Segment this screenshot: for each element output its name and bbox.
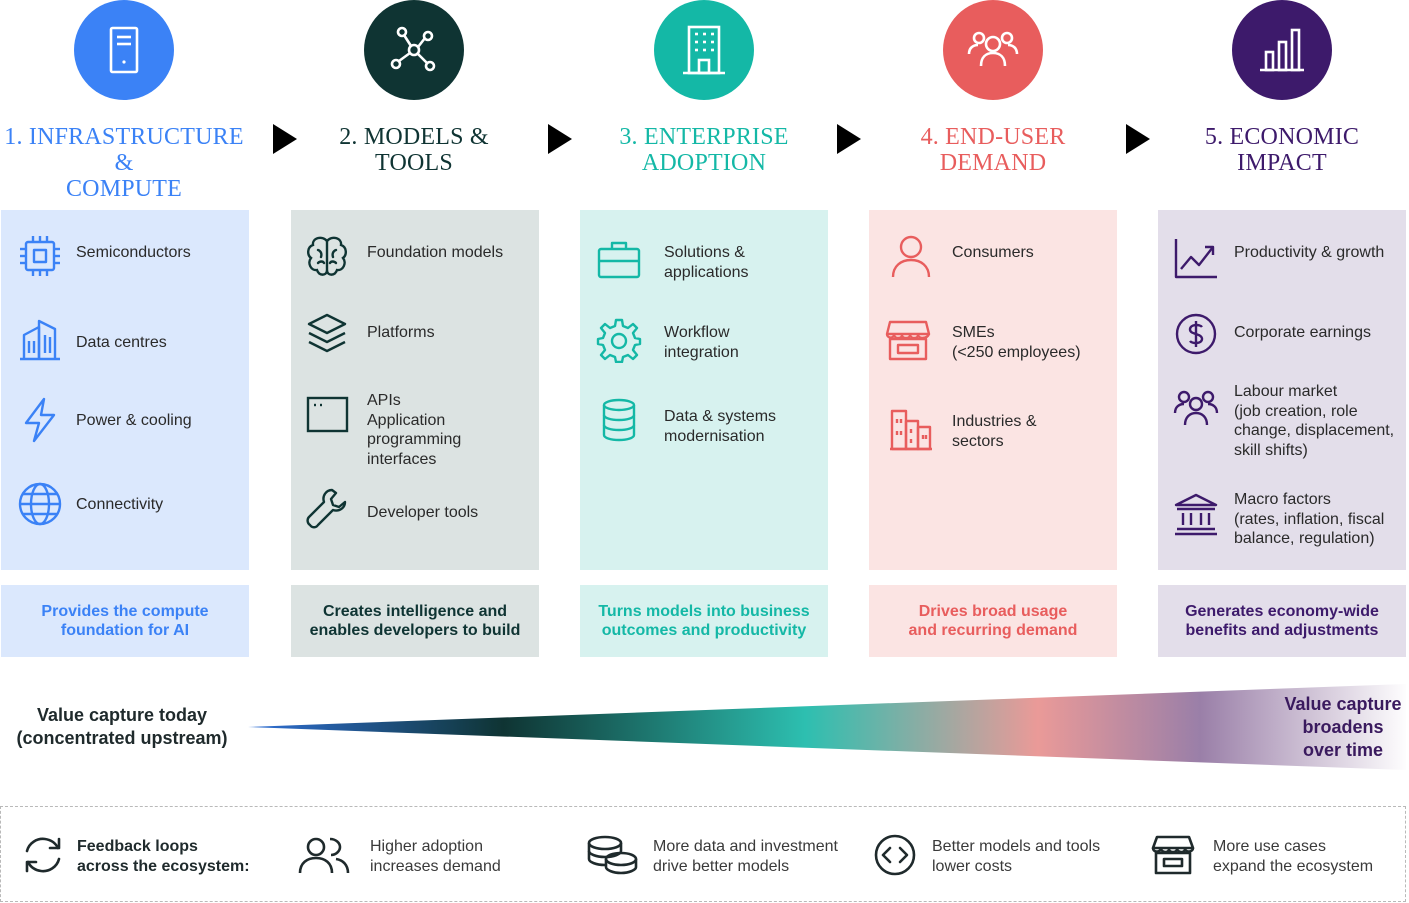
item-label: Workflow integration: [664, 324, 739, 361]
refresh-icon: [25, 837, 61, 873]
bar-chart-icon: [1260, 28, 1304, 72]
item-label: Foundation models: [367, 244, 504, 261]
item-label: Platforms: [367, 324, 435, 341]
store-icon: [885, 320, 931, 361]
users-icon: [967, 31, 1019, 67]
item-label: Power & cooling: [76, 412, 192, 429]
flow-arrow-3: [837, 124, 861, 154]
stage-1-title: 1. INFRASTRUCTURE &COMPUTE: [4, 124, 244, 202]
item-label: Labour market (job creation, role change…: [1234, 383, 1395, 459]
building-icon: [20, 319, 60, 361]
item-label: Semiconductors: [76, 244, 191, 261]
window-icon: [306, 396, 349, 433]
office-icon: [683, 25, 725, 75]
item-label: APIs Application programming interfaces: [367, 392, 462, 468]
item-label: Consumers: [952, 244, 1034, 261]
stage-1-panel: Semiconductors Data centres Power & cool…: [1, 210, 249, 570]
stage-5-icon-circle: [1232, 0, 1332, 100]
stage-3-panel: Solutions & applications Workflow integr…: [580, 210, 828, 570]
stage-5-panel: Productivity & growth Corporate earnings…: [1158, 210, 1406, 570]
stage-1-icon-circle: [74, 0, 174, 100]
group-icon: [1173, 390, 1219, 426]
wrench-icon: [306, 488, 347, 529]
flow-arrow-4: [1126, 124, 1150, 154]
stage-4-icon-circle: [943, 0, 1043, 100]
stage-2-title: 2. MODELS &TOOLS: [339, 124, 489, 176]
brain-icon: [307, 236, 347, 276]
item-label: Corporate earnings: [1234, 324, 1371, 341]
globe-icon: [18, 482, 62, 526]
item-label: Productivity & growth: [1234, 244, 1385, 261]
flow-arrow-1: [273, 124, 297, 154]
stage-2-panel: Foundation models Platforms APIs Applica…: [291, 210, 539, 570]
item-label: SMEs (<250 employees): [952, 324, 1081, 361]
bolt-icon: [24, 397, 56, 443]
item-label: Developer tools: [367, 504, 479, 521]
briefcase-icon: [597, 241, 641, 279]
flow-arrow-2: [548, 124, 572, 154]
item-label: Data centres: [76, 334, 167, 351]
bank-icon: [1174, 493, 1218, 536]
item-label: Connectivity: [76, 496, 164, 513]
shop-icon: [1151, 835, 1195, 875]
chip-icon: [20, 236, 60, 276]
person-icon: [891, 235, 931, 278]
database-icon: [602, 398, 636, 442]
code-icon: [874, 834, 916, 876]
network-icon: [390, 26, 436, 72]
value-capture-today: Value capture today(concentrated upstrea…: [16, 705, 228, 748]
stage-4-panel: Consumers SMEs (<250 employees) Industri…: [869, 210, 1117, 570]
gear-icon: [596, 318, 642, 363]
item-label: Solutions & applications: [664, 244, 749, 281]
server-icon: [109, 26, 139, 74]
dollar-icon: [1175, 313, 1217, 355]
people-icon: [298, 837, 350, 874]
item-label: Macro factors (rates, inflation, fiscal …: [1234, 491, 1385, 547]
city-icon: [890, 409, 932, 451]
stage-3-icon-circle: [654, 0, 754, 100]
item-label: Data & systems modernisation: [664, 408, 777, 445]
item-label: Industries & sectors: [952, 413, 1037, 450]
coins-icon: [587, 835, 638, 875]
trend-icon: [1174, 239, 1217, 279]
stage-2-icon-circle: [364, 0, 464, 100]
layers-icon: [307, 313, 347, 353]
